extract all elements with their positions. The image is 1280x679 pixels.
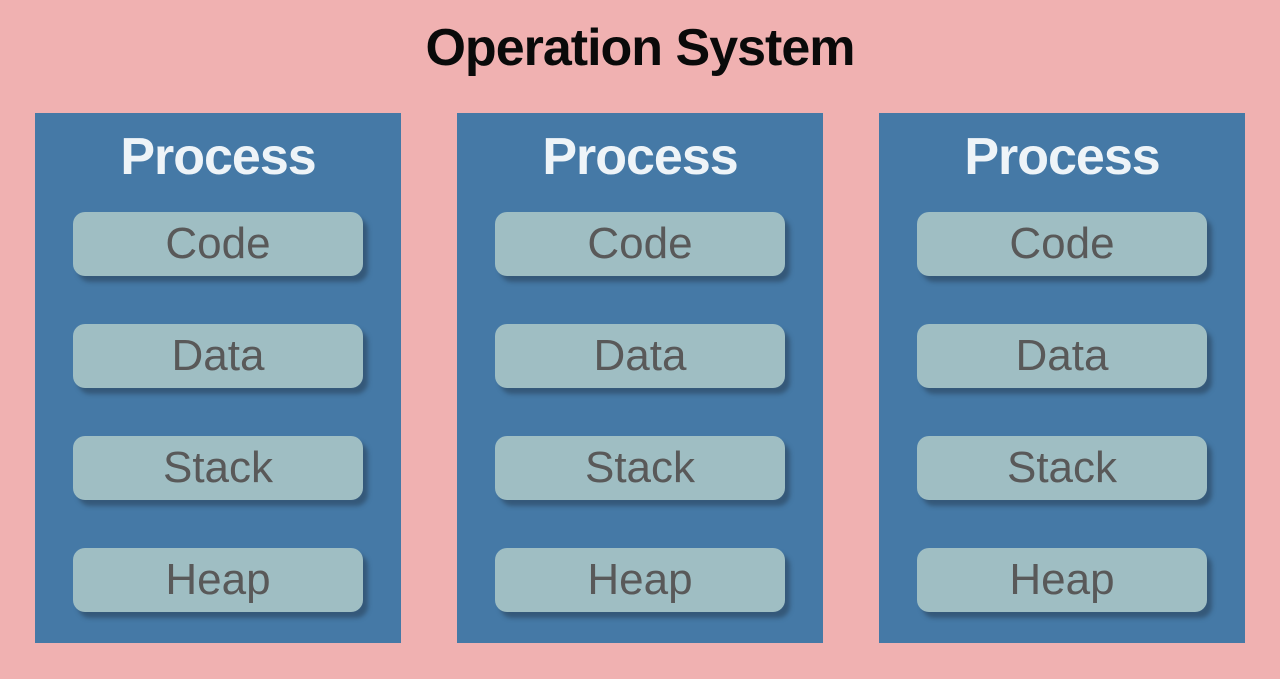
process-card-1: Process Code Data Stack Heap — [35, 113, 401, 643]
memory-segments: Code Data Stack Heap — [917, 212, 1207, 613]
memory-segment-code: Code — [495, 212, 785, 277]
memory-segment-stack: Stack — [73, 436, 363, 501]
memory-segment-heap: Heap — [917, 548, 1207, 613]
process-title: Process — [542, 128, 738, 186]
memory-segment-heap: Heap — [73, 548, 363, 613]
memory-segment-stack: Stack — [495, 436, 785, 501]
process-title: Process — [120, 128, 316, 186]
memory-segment-heap: Heap — [495, 548, 785, 613]
memory-segment-data: Data — [495, 324, 785, 389]
memory-segment-data: Data — [73, 324, 363, 389]
memory-segment-stack: Stack — [917, 436, 1207, 501]
process-card-2: Process Code Data Stack Heap — [457, 113, 823, 643]
memory-segment-code: Code — [73, 212, 363, 277]
process-card-3: Process Code Data Stack Heap — [879, 113, 1245, 643]
process-title: Process — [964, 128, 1160, 186]
diagram-title: Operation System — [425, 19, 855, 77]
memory-segments: Code Data Stack Heap — [495, 212, 785, 613]
memory-segment-data: Data — [917, 324, 1207, 389]
memory-segments: Code Data Stack Heap — [73, 212, 363, 613]
process-row: Process Code Data Stack Heap Process Cod… — [35, 113, 1245, 643]
memory-segment-code: Code — [917, 212, 1207, 277]
